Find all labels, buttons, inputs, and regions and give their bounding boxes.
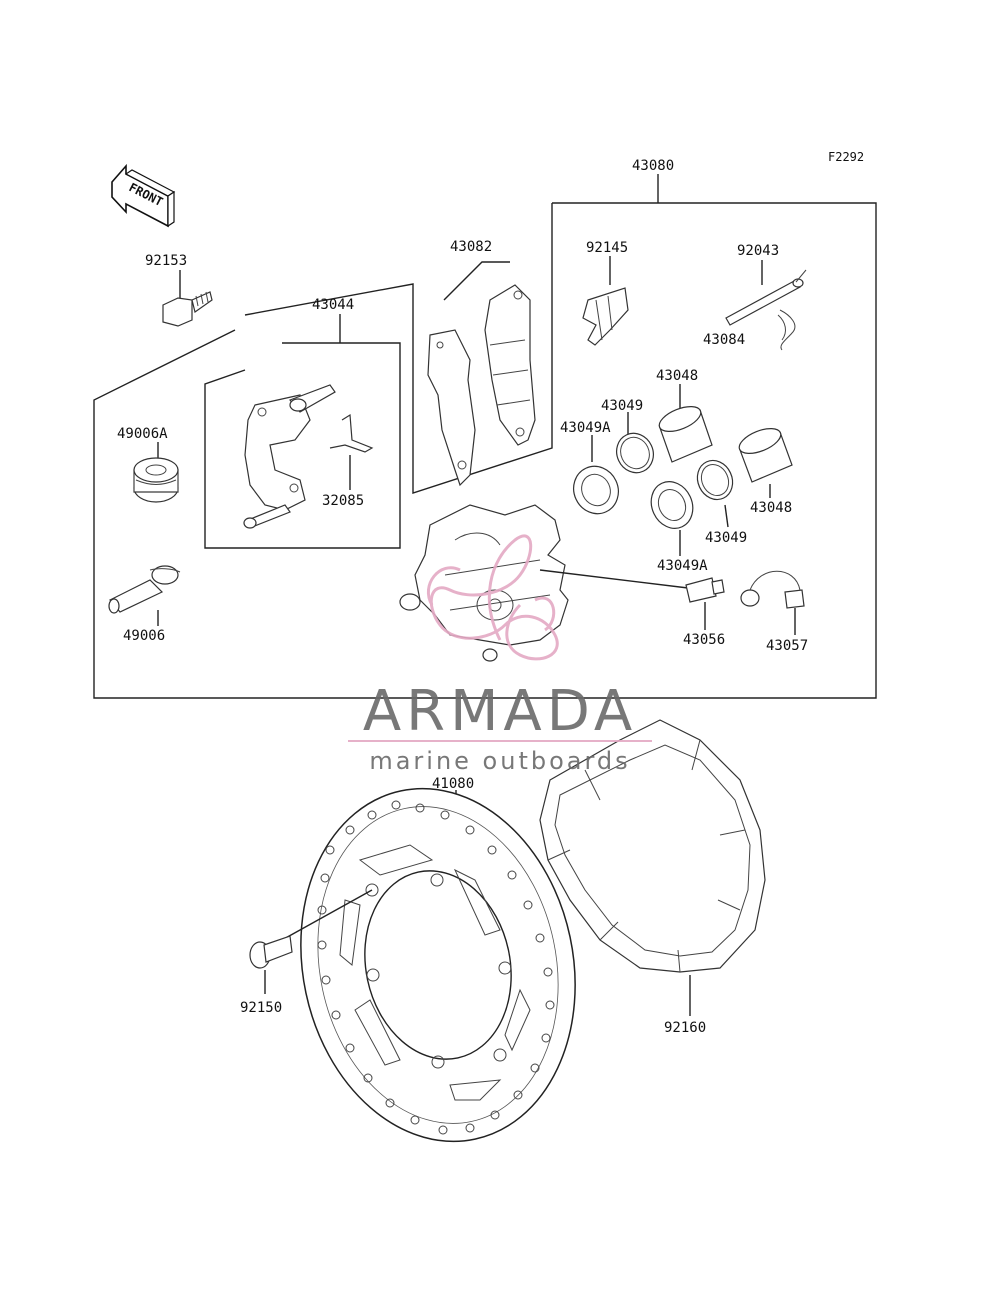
label-32085: 32085 — [322, 493, 364, 509]
diagram-code: F2292 — [828, 150, 864, 164]
label-41080: 41080 — [432, 776, 474, 792]
piston-43048-upper-icon — [658, 384, 713, 463]
part-labels: 43080 92153 43082 92145 92043 43044 4308… — [117, 158, 808, 1036]
label-92145: 92145 — [586, 240, 628, 256]
label-43048-lower: 43048 — [750, 500, 792, 516]
bleed-valve-43056-icon — [685, 577, 725, 630]
label-43044: 43044 — [312, 297, 354, 313]
seal-43049-lower-icon — [696, 459, 734, 528]
armada-watermark: ARMADA marine outboards — [348, 534, 652, 775]
label-43049A-lower: 43049A — [657, 558, 708, 574]
disc-holes — [317, 800, 555, 1135]
label-43049-upper: 43049 — [601, 398, 643, 414]
pad-spring-92145-icon — [582, 256, 629, 346]
label-92153: 92153 — [145, 253, 187, 269]
label-43056: 43056 — [683, 632, 725, 648]
label-92150: 92150 — [240, 1000, 282, 1016]
assembly-bracket-43044 — [204, 314, 401, 549]
label-43084: 43084 — [703, 332, 745, 348]
label-43048-upper: 43048 — [656, 368, 698, 384]
bleed-cap-43057-icon — [740, 570, 805, 635]
retaining-clip-43084-icon — [777, 309, 796, 351]
cover-92160-icon — [539, 719, 766, 1016]
watermark-title: ARMADA — [363, 679, 637, 744]
disc-bolt-92150-icon — [249, 889, 373, 994]
clip-32085-icon — [329, 413, 374, 490]
brake-pads-43082-icon — [427, 284, 536, 487]
piston-43048-lower-icon — [738, 427, 793, 498]
front-arrow-icon: FRONT — [111, 163, 176, 228]
seal-43049A-upper-icon — [573, 435, 619, 515]
slide-pin-49006-icon — [108, 565, 181, 626]
label-49006A: 49006A — [117, 426, 168, 442]
leader-43056 — [539, 569, 689, 589]
assembly-bracket-43080 — [93, 174, 877, 699]
seal-43049A-lower-icon — [650, 481, 694, 556]
label-43082: 43082 — [450, 239, 492, 255]
pad-pin-92043-icon — [725, 260, 807, 326]
seal-43049-upper-icon — [616, 412, 654, 474]
brake-disc-41080-icon — [300, 787, 576, 1143]
label-43049-lower: 43049 — [705, 530, 747, 546]
label-92043: 92043 — [737, 243, 779, 259]
label-49006: 49006 — [123, 628, 165, 644]
caliper-bracket-43044-icon — [243, 384, 336, 529]
label-43049A-upper: 43049A — [560, 420, 611, 436]
watermark-subtitle: marine outboards — [369, 747, 630, 775]
leader-43082 — [443, 261, 510, 301]
label-43080: 43080 — [632, 158, 674, 174]
armada-logo-icon — [426, 534, 559, 661]
label-43057: 43057 — [766, 638, 808, 654]
bolt-92153-icon — [162, 270, 213, 327]
boot-49006A-icon — [133, 442, 179, 503]
label-92160: 92160 — [664, 1020, 706, 1036]
